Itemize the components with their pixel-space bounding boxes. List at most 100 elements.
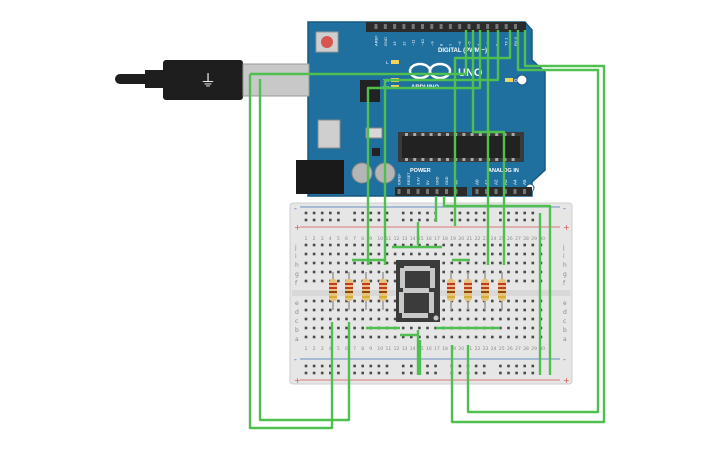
rail-hole[interactable]	[353, 364, 356, 368]
breadboard-hole[interactable]	[499, 317, 502, 321]
breadboard-hole[interactable]	[361, 261, 364, 265]
resistor[interactable]	[464, 272, 472, 310]
breadboard-hole[interactable]	[312, 270, 316, 274]
rail-hole[interactable]	[450, 211, 454, 215]
header-pin[interactable]	[504, 189, 507, 194]
breadboard-hole[interactable]	[329, 270, 332, 274]
breadboard-hole[interactable]	[385, 335, 389, 339]
breadboard-hole[interactable]	[369, 252, 373, 256]
breadboard-hole[interactable]	[320, 243, 324, 247]
breadboard-hole[interactable]	[499, 270, 502, 274]
rail-hole[interactable]	[523, 371, 526, 375]
breadboard-hole[interactable]	[531, 299, 535, 303]
breadboard-hole[interactable]	[361, 335, 364, 339]
breadboard-hole[interactable]	[474, 317, 478, 321]
breadboard-hole[interactable]	[312, 299, 316, 303]
breadboard-hole[interactable]	[507, 243, 510, 247]
rail-hole[interactable]	[507, 371, 510, 375]
jumper-wire[interactable]	[450, 30, 606, 424]
header-pin[interactable]	[393, 24, 397, 29]
breadboard-hole[interactable]	[345, 261, 348, 265]
resistor[interactable]	[379, 272, 387, 310]
rail-hole[interactable]	[531, 371, 535, 375]
breadboard-hole[interactable]	[337, 243, 340, 247]
rail-hole[interactable]	[361, 364, 364, 368]
breadboard-hole[interactable]	[329, 326, 332, 330]
header-pin[interactable]	[494, 189, 498, 194]
breadboard-hole[interactable]	[361, 299, 364, 303]
breadboard-hole[interactable]	[450, 261, 454, 265]
breadboard-hole[interactable]	[393, 261, 397, 265]
rail-hole[interactable]	[329, 211, 332, 215]
breadboard-hole[interactable]	[320, 308, 324, 312]
breadboard-hole[interactable]	[401, 243, 405, 247]
breadboard-hole[interactable]	[377, 335, 381, 339]
breadboard-hole[interactable]	[410, 335, 413, 339]
rail-hole[interactable]	[385, 211, 389, 215]
breadboard-hole[interactable]	[304, 270, 308, 274]
rail-hole[interactable]	[304, 218, 308, 222]
breadboard-hole[interactable]	[499, 261, 502, 265]
breadboard-hole[interactable]	[369, 317, 373, 321]
rail-hole[interactable]	[353, 211, 356, 215]
breadboard-hole[interactable]	[458, 335, 462, 339]
breadboard-hole[interactable]	[515, 317, 518, 321]
resistor[interactable]	[481, 272, 489, 310]
breadboard-hole[interactable]	[393, 243, 397, 247]
header-pin[interactable]	[486, 24, 490, 29]
header-pin[interactable]	[383, 24, 387, 29]
breadboard-hole[interactable]	[418, 243, 421, 247]
breadboard-hole[interactable]	[312, 308, 316, 312]
breadboard-hole[interactable]	[320, 270, 324, 274]
breadboard-hole[interactable]	[329, 335, 332, 339]
resistor[interactable]	[329, 272, 337, 310]
breadboard-hole[interactable]	[393, 270, 397, 274]
rail-hole[interactable]	[499, 371, 502, 375]
breadboard-hole[interactable]	[304, 308, 308, 312]
rail-hole[interactable]	[385, 364, 389, 368]
breadboard-hole[interactable]	[337, 261, 340, 265]
jumper-wire[interactable]	[471, 30, 506, 265]
rail-hole[interactable]	[377, 211, 381, 215]
rail-hole[interactable]	[458, 364, 462, 368]
breadboard-hole[interactable]	[515, 335, 518, 339]
breadboard-hole[interactable]	[353, 335, 356, 339]
breadboard-hole[interactable]	[434, 243, 437, 247]
breadboard-hole[interactable]	[442, 308, 445, 312]
rail-hole[interactable]	[369, 371, 373, 375]
header-pin[interactable]	[513, 189, 517, 194]
rail-hole[interactable]	[320, 218, 324, 222]
breadboard-hole[interactable]	[434, 335, 437, 339]
breadboard-hole[interactable]	[474, 335, 478, 339]
rail-hole[interactable]	[337, 211, 340, 215]
breadboard-hole[interactable]	[337, 326, 340, 330]
rail-hole[interactable]	[450, 218, 454, 222]
rail-hole[interactable]	[418, 211, 421, 215]
rail-hole[interactable]	[312, 371, 316, 375]
header-pin[interactable]	[435, 189, 439, 194]
breadboard-hole[interactable]	[491, 308, 494, 312]
rail-hole[interactable]	[466, 218, 470, 222]
breadboard-hole[interactable]	[482, 335, 486, 339]
rail-hole[interactable]	[515, 218, 518, 222]
breadboard-hole[interactable]	[353, 279, 356, 283]
breadboard-hole[interactable]	[442, 335, 445, 339]
breadboard-hole[interactable]	[466, 252, 470, 256]
breadboard-hole[interactable]	[312, 317, 316, 321]
breadboard-hole[interactable]	[353, 243, 356, 247]
rail-hole[interactable]	[474, 211, 478, 215]
rail-hole[interactable]	[320, 364, 324, 368]
rail-hole[interactable]	[377, 364, 381, 368]
breadboard-hole[interactable]	[426, 335, 429, 339]
breadboard-hole[interactable]	[377, 252, 381, 256]
rail-hole[interactable]	[482, 371, 486, 375]
rail-hole[interactable]	[337, 371, 340, 375]
breadboard-hole[interactable]	[345, 299, 348, 303]
breadboard-hole[interactable]	[442, 299, 445, 303]
breadboard-hole[interactable]	[337, 335, 340, 339]
breadboard-hole[interactable]	[499, 326, 502, 330]
breadboard-hole[interactable]	[369, 261, 373, 265]
header-pin[interactable]	[467, 24, 471, 29]
rail-hole[interactable]	[531, 211, 535, 215]
breadboard-hole[interactable]	[466, 335, 470, 339]
